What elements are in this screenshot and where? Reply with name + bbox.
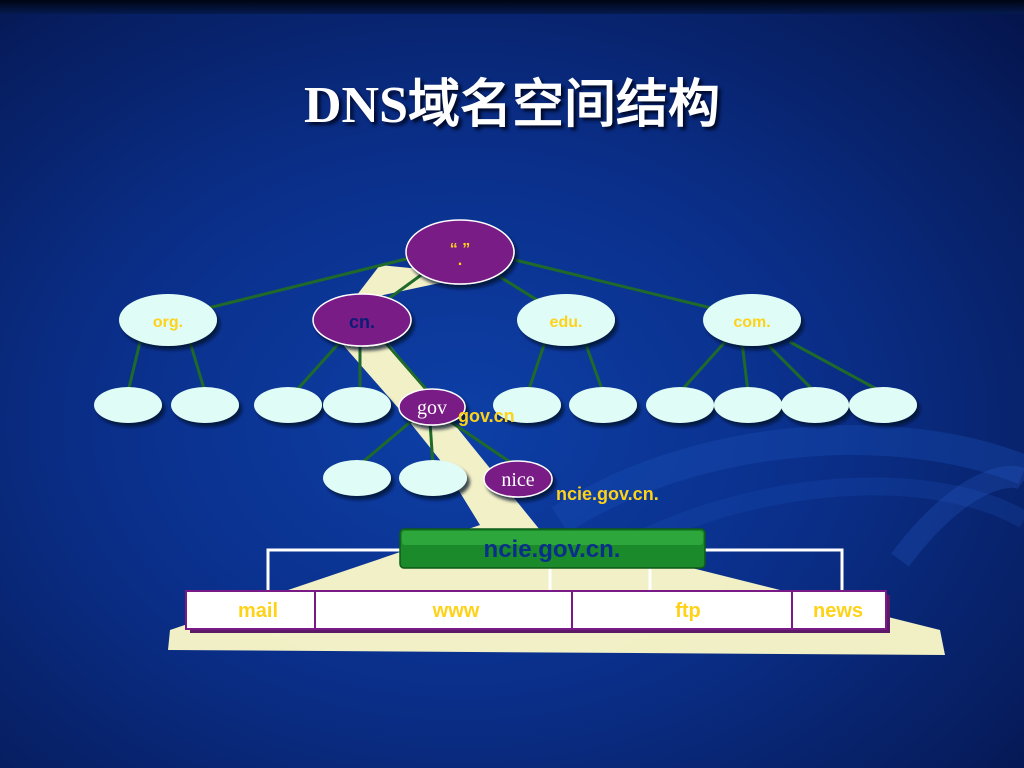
leaf-node xyxy=(781,387,849,423)
root-node-dot: . xyxy=(458,252,462,269)
highlight-path xyxy=(168,265,945,655)
node-org-label: org. xyxy=(153,314,183,331)
service-news: news xyxy=(813,600,863,622)
leaf-node xyxy=(171,387,239,423)
service-connectors xyxy=(266,548,844,590)
leaf-node xyxy=(323,387,391,423)
root-node-label: “ ” xyxy=(450,241,470,258)
root-node xyxy=(405,219,515,285)
node-edu-label: edu. xyxy=(550,314,583,331)
page-title: DNS域名空间结构 xyxy=(303,77,721,134)
gov-caption: gov.cn xyxy=(458,406,515,426)
host-box-label: ncie.gov.cn. xyxy=(484,536,621,563)
leaf-node xyxy=(849,387,917,423)
node-nice-label: nice xyxy=(501,469,534,491)
leaf-node xyxy=(254,387,322,423)
leaf-node xyxy=(323,460,391,496)
leaf-node xyxy=(714,387,782,423)
node-org xyxy=(119,294,217,346)
top-bar xyxy=(0,0,1024,14)
node-cn xyxy=(312,293,412,347)
leaf-node xyxy=(493,387,561,423)
services-table xyxy=(185,590,890,633)
second-level-leaves xyxy=(94,387,917,423)
service-ftp: ftp xyxy=(675,600,701,622)
node-gov xyxy=(398,388,466,426)
node-nice xyxy=(483,460,553,498)
leaf-node xyxy=(646,387,714,423)
host-box xyxy=(399,528,706,569)
node-cn-label: cn. xyxy=(349,312,375,332)
service-www: www xyxy=(432,600,480,622)
node-gov-label: gov xyxy=(417,397,447,419)
node-com xyxy=(703,294,801,346)
tree-edges xyxy=(126,256,883,468)
third-level-leaves xyxy=(323,460,467,496)
service-mail: mail xyxy=(238,600,278,622)
node-edu xyxy=(517,294,615,346)
leaf-node xyxy=(94,387,162,423)
nice-caption: ncie.gov.cn. xyxy=(556,484,659,504)
node-com-label: com. xyxy=(733,314,770,331)
leaf-node xyxy=(399,460,467,496)
leaf-node xyxy=(569,387,637,423)
